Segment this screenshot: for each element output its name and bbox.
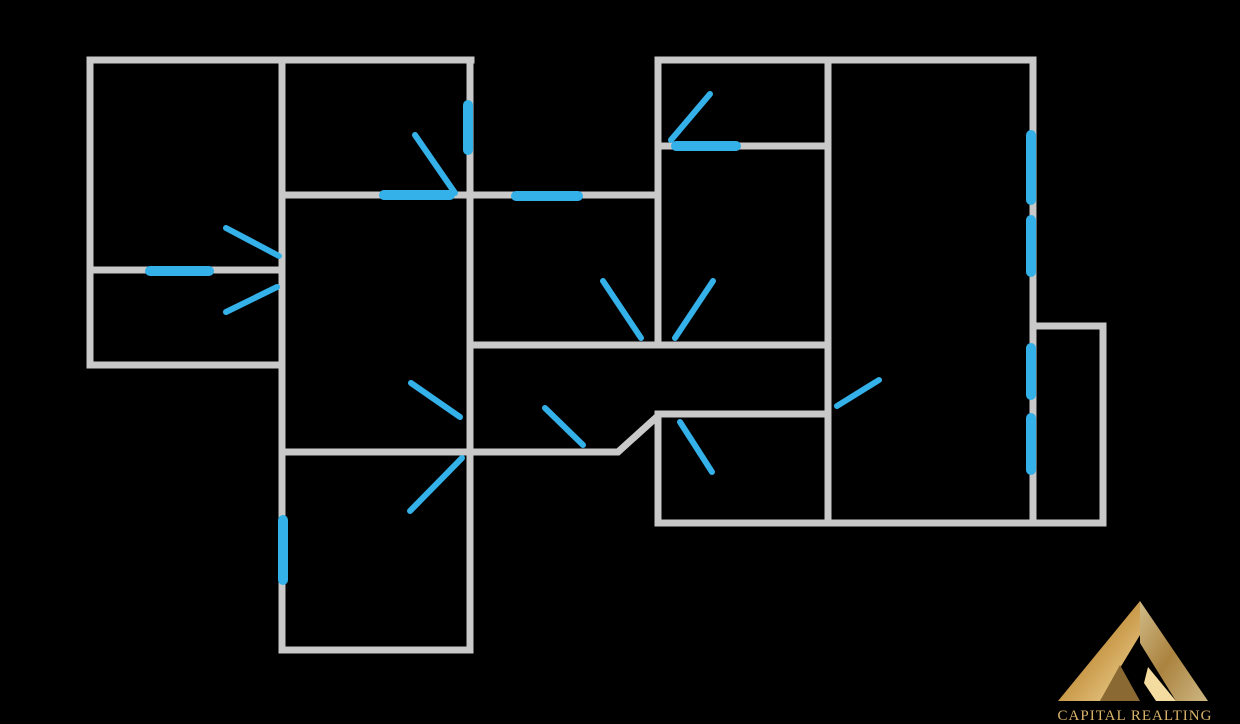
door-swing [412, 132, 458, 196]
wall [466, 410, 832, 456]
mountain-peak-logo [1058, 601, 1208, 701]
logo-peak-left [1058, 601, 1140, 701]
windows [145, 100, 1036, 585]
door-swing [407, 455, 465, 514]
door-swing [223, 284, 280, 315]
logo-peak-shadow [1100, 665, 1140, 701]
logo-peak-highlight [1144, 667, 1176, 701]
door-swing [677, 419, 715, 475]
door-swing [672, 278, 716, 341]
door-swing [600, 278, 644, 341]
door-swing [408, 380, 463, 420]
doors [223, 91, 882, 514]
logo-peak-right [1140, 601, 1208, 701]
door-swing [668, 91, 713, 143]
logo-text: CAPITAL REALTING [1057, 708, 1213, 724]
walls [86, 56, 1107, 654]
door-swing [834, 377, 882, 409]
door-swing [223, 225, 282, 259]
door-swing [542, 405, 586, 448]
